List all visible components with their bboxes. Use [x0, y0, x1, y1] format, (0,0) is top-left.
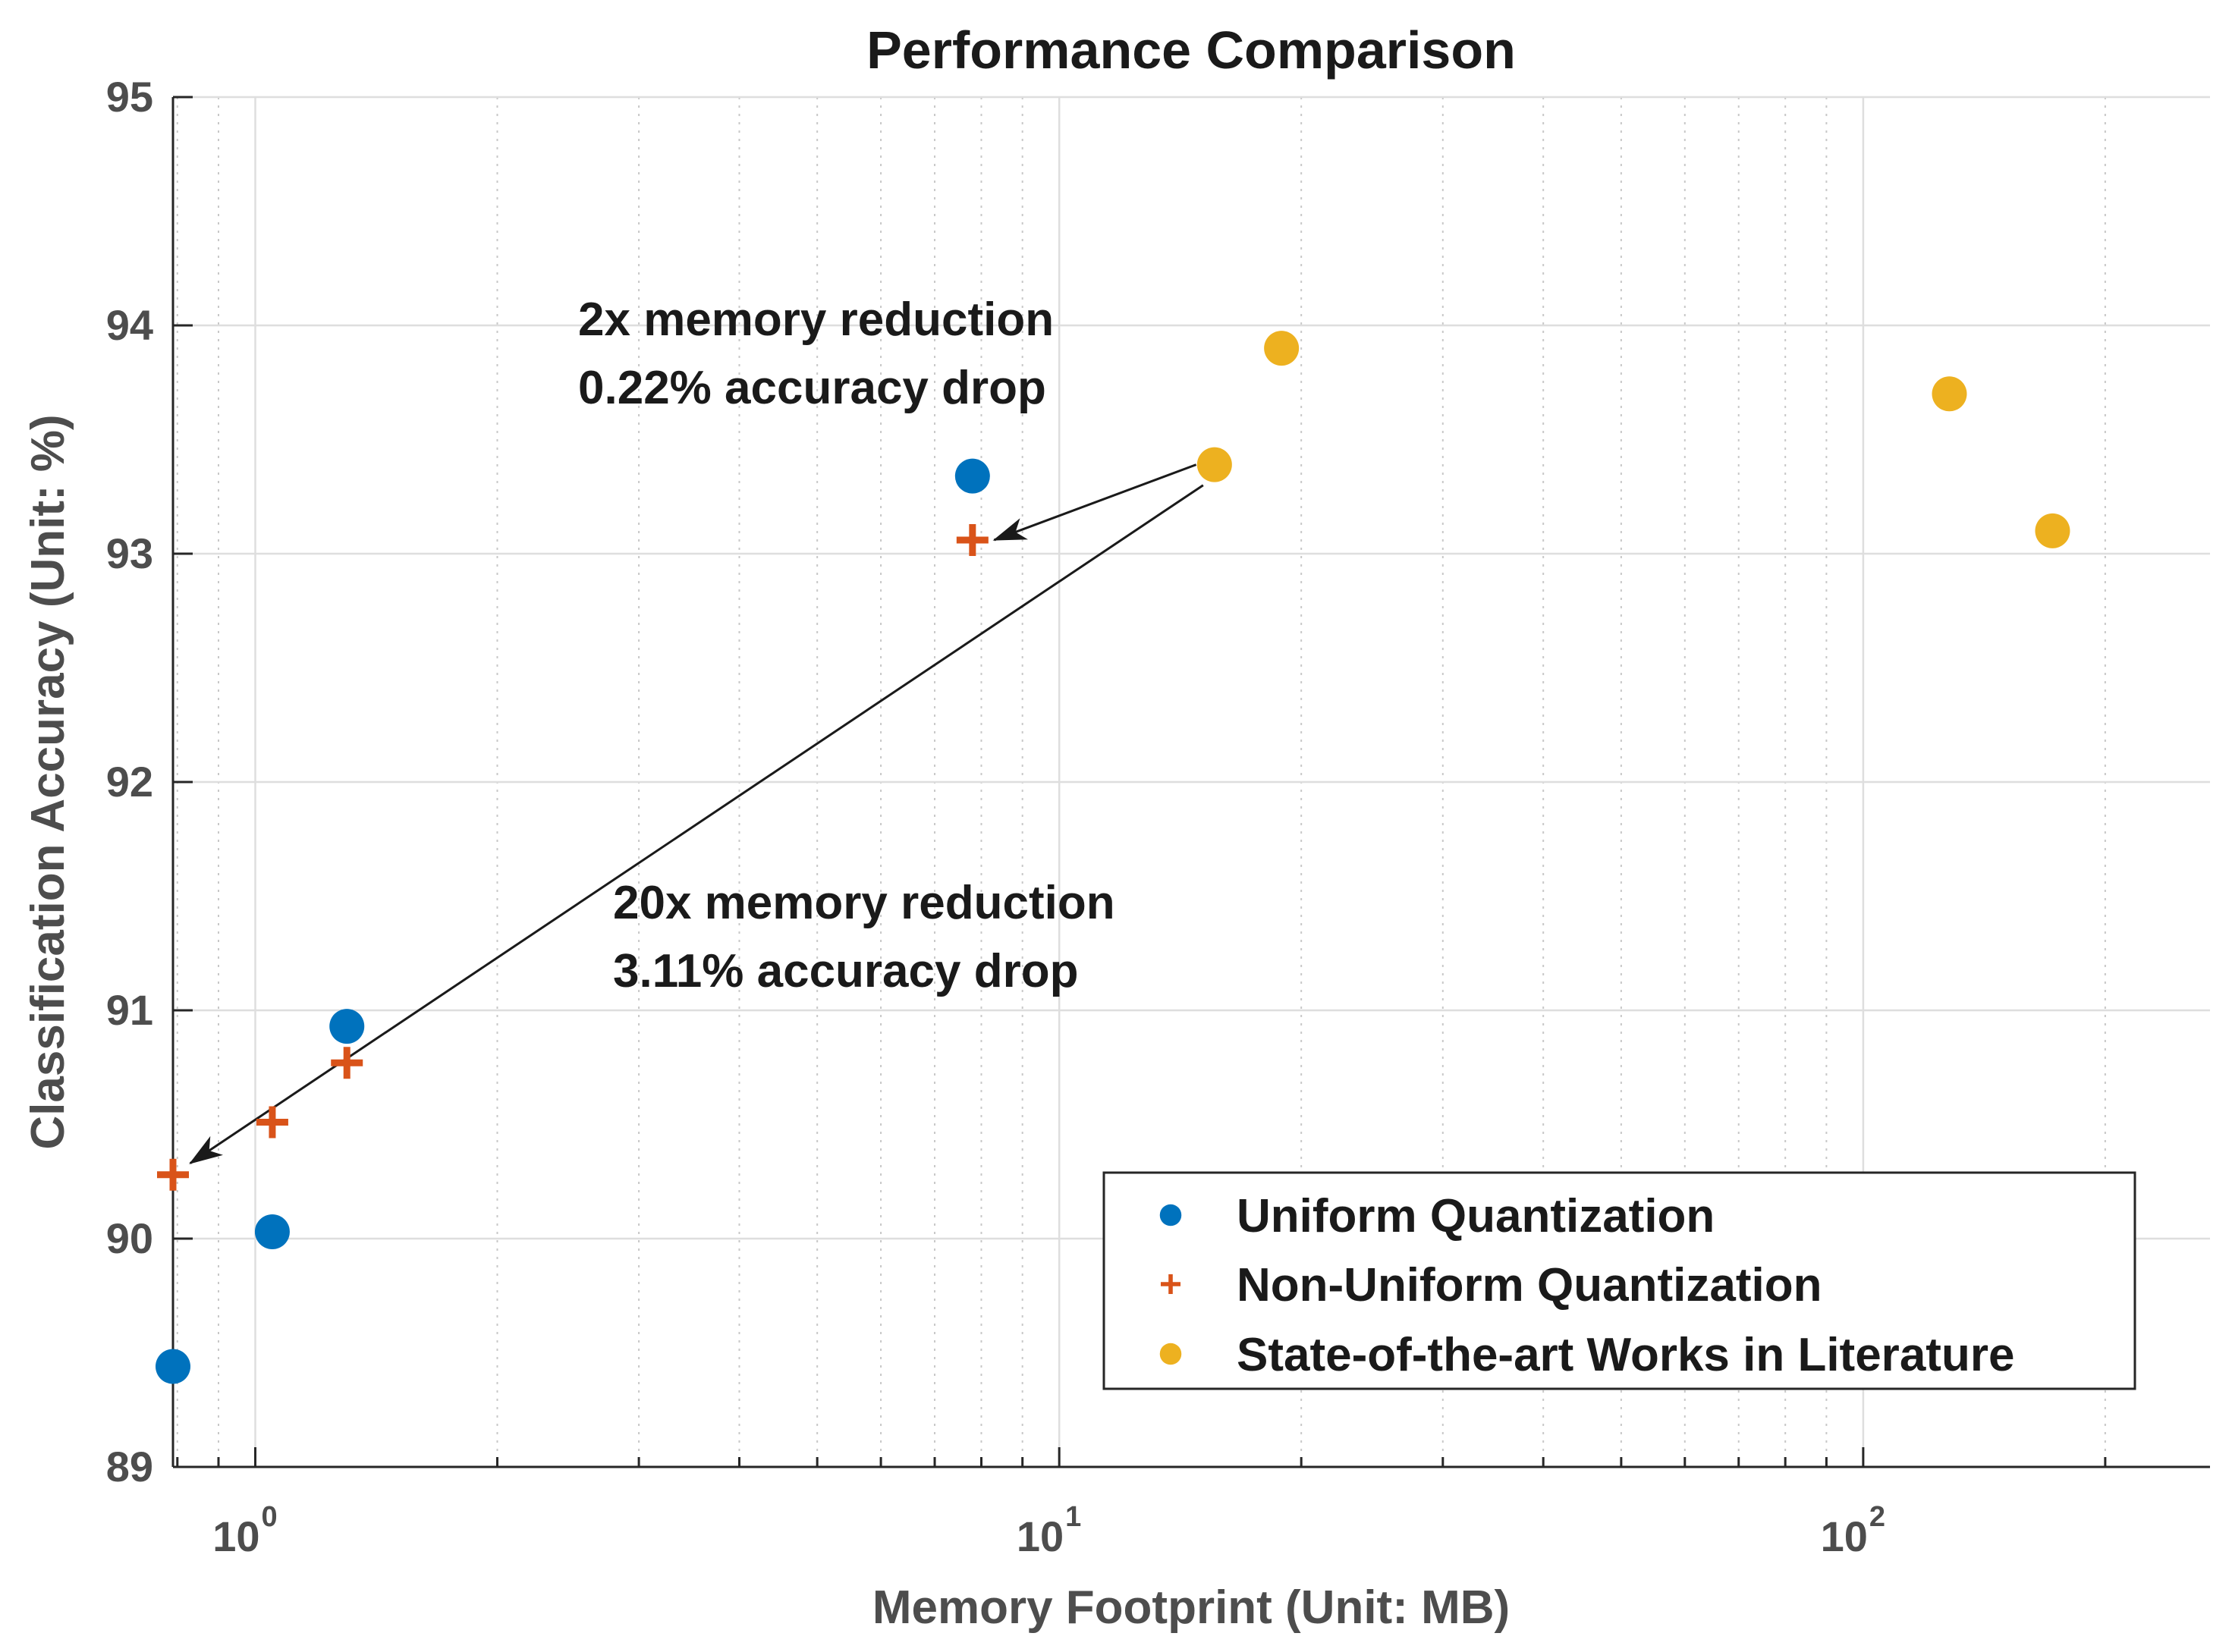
annotation-text: 20x memory reduction	[613, 877, 1115, 929]
data-point	[331, 1047, 363, 1079]
annotations: 2x memory reduction 0.22% accuracy drop 20…	[189, 294, 1204, 1164]
legend-marker	[1159, 1343, 1182, 1365]
x-axis-label: Memory Footprint (Unit: MB)	[872, 1581, 1510, 1634]
y-axis-label: Classification Accuracy (Unit: %)	[22, 414, 74, 1149]
annotation-arrow	[992, 463, 1197, 542]
data-point	[157, 1158, 189, 1191]
chart-title: Performance Comparison	[866, 20, 1516, 80]
y-tick-label: 93	[106, 529, 153, 577]
annotation-text: 0.22% accuracy drop	[578, 362, 1046, 414]
legend-label: Uniform Quantization	[1237, 1190, 1715, 1242]
data-point	[956, 523, 989, 556]
annotation-text: 2x memory reduction	[578, 294, 1054, 346]
y-tick-label: 90	[106, 1214, 153, 1262]
data-point	[1196, 447, 1232, 482]
x-tick-label: 10	[1017, 1512, 1064, 1560]
x-tick-label: 10	[212, 1512, 259, 1560]
data-point	[1932, 376, 1967, 412]
legend-item: Non-Uniform Quantization	[1160, 1259, 1822, 1311]
x-tick-label: 10	[1821, 1512, 1868, 1560]
series-3	[1196, 331, 2070, 548]
series-1	[156, 458, 990, 1384]
y-tick-label: 95	[106, 73, 153, 121]
series-2	[157, 523, 989, 1191]
legend-item: State-of-the-art Works in Literature	[1159, 1329, 2014, 1381]
legend-item: Uniform Quantization	[1159, 1190, 1715, 1242]
data-point	[954, 458, 990, 494]
legend-label: Non-Uniform Quantization	[1237, 1259, 1822, 1311]
x-tick-label-exponent: 2	[1869, 1501, 1885, 1533]
y-tick-label: 94	[106, 301, 153, 349]
x-tick-label-exponent: 1	[1065, 1501, 1081, 1533]
annotation-arrow	[189, 484, 1204, 1164]
data-point	[254, 1214, 290, 1249]
data-marks	[156, 331, 2070, 1384]
legend-marker	[1159, 1204, 1182, 1226]
x-tick-label-exponent: 0	[261, 1501, 277, 1533]
data-point	[256, 1106, 288, 1138]
y-tick-label: 91	[106, 986, 153, 1034]
axes	[171, 96, 2210, 1468]
y-tick-label: 89	[106, 1443, 153, 1490]
legend-box	[1102, 1171, 2136, 1390]
legend-marker	[1160, 1274, 1181, 1295]
legend-label: State-of-the-art Works in Literature	[1237, 1329, 2014, 1381]
data-point	[2035, 513, 2070, 548]
data-point	[1264, 331, 1300, 366]
y-tick-label: 92	[106, 758, 153, 806]
data-point	[156, 1349, 190, 1384]
data-point	[329, 1009, 365, 1044]
annotation-text: 3.11% accuracy drop	[613, 945, 1078, 997]
